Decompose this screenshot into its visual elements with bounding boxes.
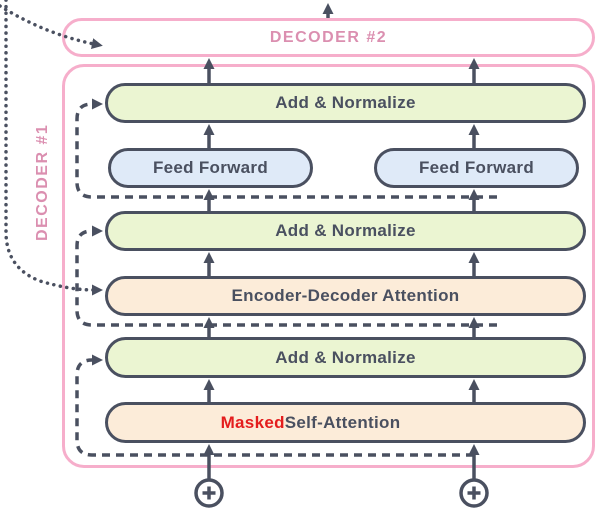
- layer-add-normalize-bottom: Add & Normalize: [105, 337, 586, 378]
- circled-plus-icon: [194, 478, 224, 508]
- layer-add-normalize-top: Add & Normalize: [105, 83, 586, 123]
- layer-feed-forward-right: Feed Forward: [374, 148, 579, 188]
- decoder-2-label: DECODER #2: [269, 28, 388, 46]
- decoder-1-label: DECODER #1: [34, 123, 51, 241]
- masked-word-highlight: Masked: [220, 412, 285, 432]
- layer-add-normalize-mid: Add & Normalize: [105, 211, 586, 251]
- circled-plus-icon: [459, 478, 489, 508]
- self-attention-word: Self-Attention: [284, 412, 401, 432]
- layer-masked-self-attention: Masked Self-Attention: [105, 402, 586, 443]
- layer-encoder-decoder-attention: Encoder-Decoder Attention: [105, 276, 586, 316]
- decoder-2-box: DECODER #2: [62, 18, 595, 57]
- layer-feed-forward-left: Feed Forward: [108, 148, 313, 188]
